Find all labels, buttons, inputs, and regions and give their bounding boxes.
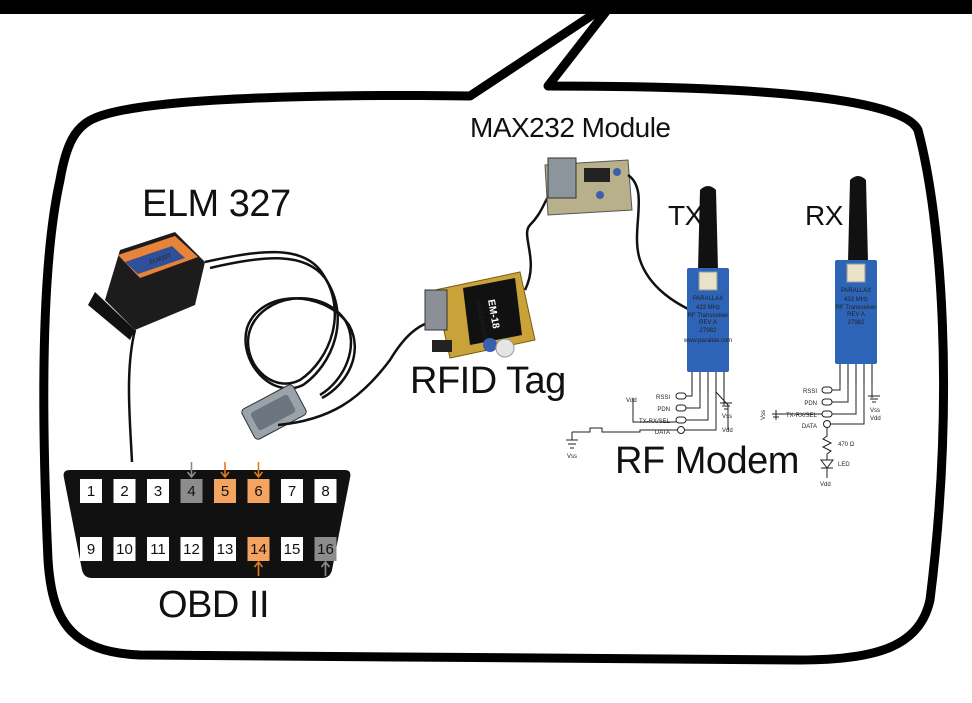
obd-pin-12 [180, 537, 203, 561]
rx-vdd-label-2: Vdd [870, 416, 881, 422]
rx-freq: 433 MHz [844, 297, 868, 303]
pin-arrow-14 [253, 560, 264, 576]
obd-pin-label-8: 8 [321, 483, 329, 500]
tx-vdd-label-2: Vdd [722, 428, 733, 434]
tx-pin-txrx: TX-RX/SEL [639, 419, 671, 425]
pin-arrow-6 [253, 462, 264, 479]
obd-pin-6 [247, 479, 270, 503]
obd-pin-label-3: 3 [154, 483, 162, 500]
tx-part: 27982 [700, 328, 717, 334]
obd-pin-label-14: 14 [250, 541, 267, 558]
rx-pin-pdn: PDN [804, 401, 817, 407]
rf-modem-label: RF Modem [615, 440, 799, 482]
obd-pin-8 [314, 479, 337, 503]
obd-pin-label-4: 4 [187, 483, 195, 500]
obd-pin-label-2: 2 [120, 483, 128, 500]
rfid-module: EM-18 READER MODULE [424, 271, 536, 359]
elm-cable [127, 250, 356, 463]
rx-pin-txrx: TX-RX/SEL [786, 413, 818, 419]
tx-schematic [566, 391, 732, 449]
rx-label: RX [805, 200, 843, 231]
obd-pin-1 [80, 479, 102, 503]
obd-pin-label-11: 11 [150, 541, 166, 558]
obd-pin-15 [281, 537, 303, 561]
rx-brand: PARALLAX [841, 288, 872, 294]
rx-vss-side-label: Vss [761, 410, 767, 420]
max232-label: MAX232 Module [470, 112, 671, 143]
rx-rev: REV A [847, 312, 865, 318]
elm327-label: ELM 327 [142, 183, 291, 225]
rx-schematic [772, 384, 880, 478]
obd-pin-13 [214, 537, 236, 561]
db9-to-rfid-cable [277, 318, 441, 427]
elm327-adapter: ELM327 [88, 232, 205, 340]
tx-brand: PARALLAX [693, 296, 724, 302]
obd-pin-14 [247, 537, 270, 561]
obd-pin-label-7: 7 [288, 483, 296, 500]
obd-pin-label-13: 13 [217, 541, 234, 558]
rx-part: 27982 [848, 320, 865, 326]
obd-pin-label-16: 16 [317, 541, 334, 558]
tx-url: www.parallax.com [683, 338, 732, 344]
pin-arrow-5 [220, 462, 230, 479]
obd-pin-label-9: 9 [87, 541, 95, 558]
obd-pin-16 [314, 537, 337, 561]
obd-label: OBD II [158, 584, 270, 626]
tx-vss-label: Vss [567, 454, 577, 460]
obd-pin-arrows [186, 462, 331, 576]
obd-pin-4 [180, 479, 203, 503]
obd-pin-label-15: 15 [284, 541, 301, 558]
tx-vss-label-2: Vss [722, 414, 732, 420]
max232-module [544, 157, 633, 216]
tx-pin-pdn: PDN [657, 407, 670, 413]
tx-pin-data: DATA [655, 430, 670, 436]
top-border [0, 0, 972, 14]
obd-pin-7 [281, 479, 303, 503]
obd-pin-label-1: 1 [87, 483, 95, 500]
obd-pin-label-6: 6 [254, 483, 262, 500]
tx-rev: REV A [699, 320, 717, 326]
rx-pin-data: DATA [802, 424, 817, 430]
tx-transceiver: PARALLAX 433 MHz RF Transceiver REV A 27… [683, 186, 732, 392]
obd-bottom-row: 9 10 11 12 13 14 15 16 [80, 537, 337, 561]
tx-vdd-label: Vdd [626, 398, 637, 404]
rx-led-label: LED [838, 462, 850, 468]
obd-pin-label-5: 5 [221, 483, 229, 500]
rfid-label: RFID Tag [410, 360, 566, 402]
rfid-name: EM-18 [485, 299, 501, 330]
obd-pin-10 [113, 537, 136, 561]
obd-pin-11 [147, 537, 169, 561]
obd-pin-2 [113, 479, 136, 503]
obd-pin-5 [214, 479, 236, 503]
pin-arrow-16 [320, 560, 331, 576]
obd-pin-label-12: 12 [183, 541, 200, 558]
pin-arrow-4 [186, 462, 197, 479]
rx-pin-rssi: RSSI [803, 389, 817, 395]
rx-vdd-label: Vdd [820, 482, 831, 488]
obd-pin-label-10: 10 [116, 541, 133, 558]
rx-transceiver: PARALLAX 433 MHz RF Transceiver REV A 27… [835, 176, 877, 384]
tx-label: TX [668, 200, 703, 231]
db9-connector [241, 384, 307, 440]
tx-name: RF Transceiver [688, 313, 729, 319]
obd-pin-3 [147, 479, 169, 503]
obd-top-row: 1 2 3 4 5 6 7 8 [80, 479, 337, 503]
rx-vss-label: Vss [870, 408, 880, 414]
max232-to-tx-cable [627, 173, 691, 312]
rx-resistor-label: 470 Ω [838, 442, 855, 448]
rx-name: RF Transceiver [836, 305, 877, 311]
tx-freq: 433 MHz [696, 305, 720, 311]
obd-pin-9 [80, 537, 102, 561]
tx-pin-rssi: RSSI [656, 395, 670, 401]
